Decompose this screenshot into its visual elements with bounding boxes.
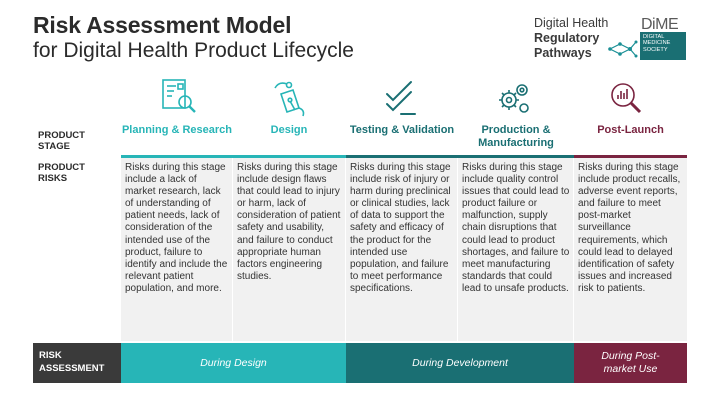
phase-bar-development xyxy=(346,155,574,158)
phase-during-post-market-use: During Post-market Use xyxy=(574,343,687,383)
document-search-icon xyxy=(162,79,196,113)
page-title: Risk Assessment Model xyxy=(33,12,292,38)
dime-wordmark: DiME xyxy=(641,16,678,33)
risk-text-planning-research: Risks during this stage include a lack o… xyxy=(125,162,228,294)
pen-tool-icon xyxy=(274,81,305,117)
dime-tagline: DIGITAL MEDICINE SOCIETY xyxy=(643,34,671,53)
stage-title-design: Design xyxy=(270,124,308,136)
label-product-risks: PRODUCT RISKS xyxy=(38,162,85,184)
risk-column xyxy=(574,158,687,341)
risk-text-testing-validation: Risks during this stage include risk of … xyxy=(350,162,451,294)
stage-title-production-manufacturing: Production & Manufacturing xyxy=(478,124,554,149)
risk-assessment-label-box: RISK ASSESSMENT xyxy=(33,343,121,383)
phase-bar-design xyxy=(121,155,346,158)
network-icon xyxy=(608,40,638,58)
dime-tagline-box: DIGITAL MEDICINE SOCIETY xyxy=(640,32,686,60)
label-risk-assessment: RISK ASSESSMENT xyxy=(39,350,105,374)
label-product-stage: PRODUCT STAGE xyxy=(38,130,85,152)
gears-icon xyxy=(499,84,529,113)
phase-during-design: During Design xyxy=(121,343,346,383)
page-subtitle: for Digital Health Product Lifecycle xyxy=(33,39,354,62)
risk-column xyxy=(346,158,457,341)
risk-column xyxy=(233,158,345,341)
stage-title-post-launch: Post-Launch xyxy=(597,124,664,136)
risk-text-design: Risks during this stage include design f… xyxy=(237,162,341,282)
risk-text-production-manufacturing: Risks during this stage include quality … xyxy=(462,162,570,294)
phase-bar-post-market xyxy=(574,155,687,158)
stage-title-testing-validation: Testing & Validation xyxy=(349,124,455,136)
checkmarks-icon xyxy=(386,81,416,115)
phase-label: During Post-market Use xyxy=(601,350,660,375)
dime-logo: DiME xyxy=(641,16,679,33)
risk-column xyxy=(458,158,573,341)
brand-line: Pathways xyxy=(534,46,592,60)
brand-digital-health-regulatory-pathways: Digital Health Regulatory Pathways xyxy=(534,16,608,61)
stage-title-planning-research: Planning & Research xyxy=(121,124,233,136)
phase-during-development: During Development xyxy=(346,343,574,383)
phase-label: During Design xyxy=(200,356,267,369)
risk-column xyxy=(121,158,232,341)
phase-label: During Development xyxy=(412,356,508,369)
risk-text-post-launch: Risks during this stage include product … xyxy=(578,162,681,294)
brand-line: Regulatory xyxy=(534,31,600,45)
chart-search-icon xyxy=(611,83,642,114)
brand-line: Digital Health xyxy=(534,16,609,30)
